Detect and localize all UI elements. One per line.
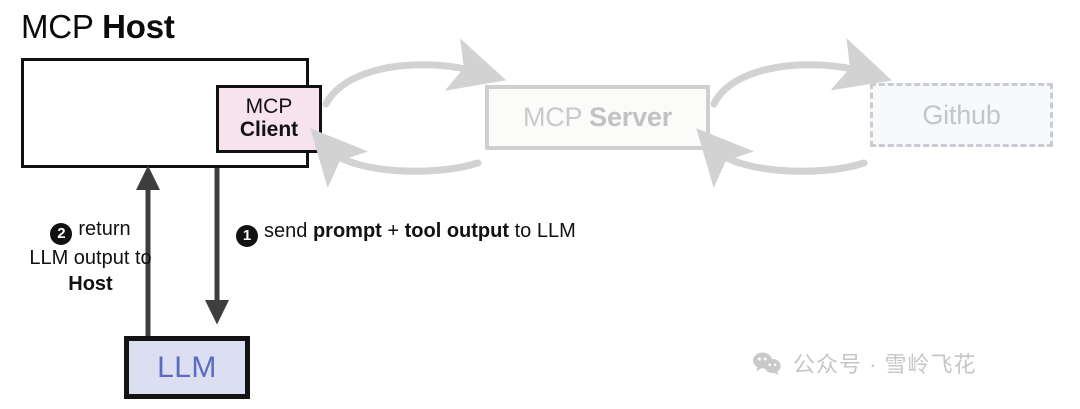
title-emphasis: Host — [102, 8, 175, 45]
arrow-server-to-client — [310, 128, 482, 189]
mcp-server-label-prefix: MCP — [522, 102, 590, 132]
step-1-badge: 1 — [236, 225, 258, 247]
step-2-text-part-2: LLM output to — [29, 247, 152, 269]
title-prefix: MCP — [21, 8, 103, 45]
step-1-text-part-1: send — [264, 220, 313, 242]
github-box[interactable]: Github — [870, 83, 1053, 147]
mcp-server-box[interactable]: MCP Server — [485, 85, 710, 150]
mcp-client-label-line1: MCP — [245, 95, 293, 119]
github-label: Github — [922, 99, 1001, 130]
step-1-annotation: 1 send prompt + tool output to LLM — [236, 218, 576, 247]
watermark: 公众号 · 雪岭飞花 — [752, 347, 977, 379]
step-1-text-bold-1: prompt — [312, 220, 382, 242]
step-1-text-bold-2: tool output — [404, 220, 510, 242]
arrow-client-to-server — [322, 38, 507, 108]
step-2-text-part-1: return — [78, 218, 131, 240]
step-2-text-bold-1: Host — [68, 273, 113, 295]
step-1-text-part-3: to LLM — [509, 220, 576, 242]
mcp-client-box[interactable]: MCP Client — [216, 85, 322, 153]
mcp-server-label-emphasis: Server — [589, 102, 673, 132]
watermark-text: 公众号 · 雪岭飞花 — [793, 352, 977, 377]
arrow-github-to-server — [696, 128, 868, 189]
page-title: MCP Host — [21, 6, 175, 48]
llm-label: LLM — [157, 350, 217, 384]
arrow-server-to-github — [710, 38, 893, 108]
wechat-icon — [753, 352, 781, 375]
mcp-server-label: MCP Server — [523, 102, 672, 133]
llm-box[interactable]: LLM — [124, 336, 250, 399]
mcp-client-label-line2: Client — [239, 118, 299, 141]
step-2-badge: 2 — [50, 223, 73, 245]
step-1-text-part-2: + — [381, 220, 405, 242]
